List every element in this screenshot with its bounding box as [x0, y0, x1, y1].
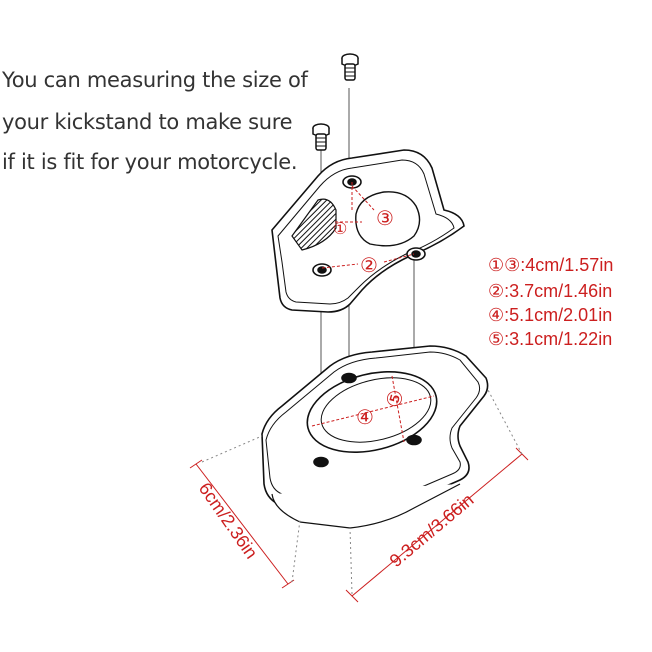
screw-top — [341, 53, 359, 81]
callout-4-label: ④ — [356, 407, 374, 429]
callout-5: ⑤ — [383, 387, 409, 410]
upper-measure-lines — [321, 182, 415, 269]
width-dimension — [189, 435, 301, 589]
callout-4: ④ — [356, 407, 374, 429]
spec-oval-4: ④:5.1cm/2.01in — [488, 305, 613, 325]
lower-base-plate — [261, 345, 489, 529]
intro-text-line-2: your kickstand to make sure — [2, 110, 293, 134]
lower-measure-lines — [311, 375, 435, 443]
callout-1: ① — [333, 221, 347, 238]
callout-2: ② — [360, 255, 378, 277]
intro-text-line-1: You can measuring the size of — [2, 68, 308, 92]
callout-2-label: ② — [360, 255, 378, 277]
callout-5-label: ⑤ — [383, 387, 409, 410]
spec-hole-2: ②:3.7cm/1.46in — [488, 281, 613, 301]
width-dimension-label: 6cm/2.36in — [195, 479, 262, 563]
intro-text-line-3: if it is fit for your motorcycle. — [2, 150, 298, 174]
spec-hole-1-3: ①③:4cm/1.57in — [488, 255, 614, 275]
callout-3-label: ③ — [376, 208, 394, 230]
length-dimension — [345, 389, 529, 603]
callout-1-label: ① — [333, 221, 347, 238]
screw-left — [312, 123, 330, 151]
callout-3: ③ — [376, 208, 394, 230]
spec-oval-5: ⑤:3.1cm/1.22in — [488, 329, 613, 349]
upper-bracket-plate — [271, 149, 465, 313]
